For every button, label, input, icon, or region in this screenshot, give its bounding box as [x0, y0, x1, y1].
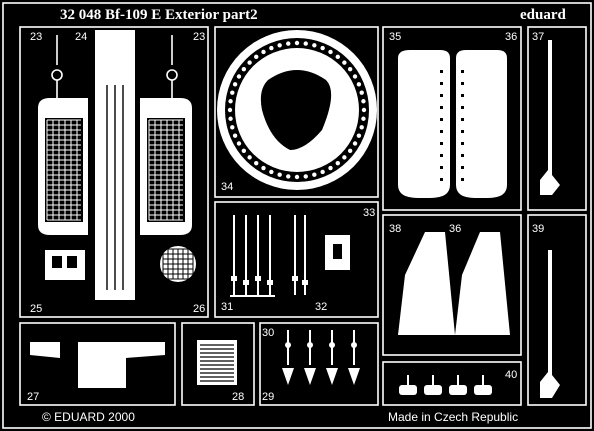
sheet-title: 32 048 Bf-109 E Exterior part2: [60, 7, 258, 23]
label-40: 40: [505, 369, 517, 381]
part-36-panel: [456, 50, 507, 198]
copyright-text: © EDUARD 2000: [42, 410, 135, 424]
label-35: 35: [389, 31, 401, 43]
part-39-strip: [527, 214, 587, 406]
part-37-strip: [527, 26, 587, 211]
origin-text: Made in Czech Republic: [388, 410, 518, 424]
label-24: 24: [75, 31, 87, 43]
label-31: 31: [221, 301, 233, 313]
radiator-panel: [19, 26, 209, 318]
brand-name: eduard: [520, 7, 567, 23]
label-34: 34: [221, 181, 233, 193]
label-30: 30: [262, 327, 274, 339]
rods-panel: [214, 201, 379, 318]
label-39: 39: [532, 223, 544, 235]
label-37: 37: [532, 31, 544, 43]
label-28: 28: [232, 391, 244, 403]
label-38: 38: [389, 223, 401, 235]
part-40-tags: [382, 361, 522, 406]
label-25: 25: [30, 303, 42, 315]
label-23b: 23: [193, 31, 205, 43]
label-32: 32: [315, 301, 327, 313]
label-27: 27: [27, 391, 39, 403]
label-36a: 36: [505, 31, 517, 43]
label-29: 29: [262, 391, 274, 403]
label-23a: 23: [30, 31, 42, 43]
part-29-30-latches: [259, 322, 379, 406]
part-27-cover: [19, 322, 176, 406]
panel-35-36: [382, 26, 522, 211]
part-35-panel: [398, 50, 450, 198]
label-33: 33: [363, 207, 375, 219]
label-36b: 36: [449, 223, 461, 235]
part-38-plates: [382, 214, 522, 356]
label-26: 26: [193, 303, 205, 315]
part-25-bracket: [45, 250, 85, 280]
ring-panel: [214, 26, 379, 198]
part-28-coil: [181, 322, 255, 406]
